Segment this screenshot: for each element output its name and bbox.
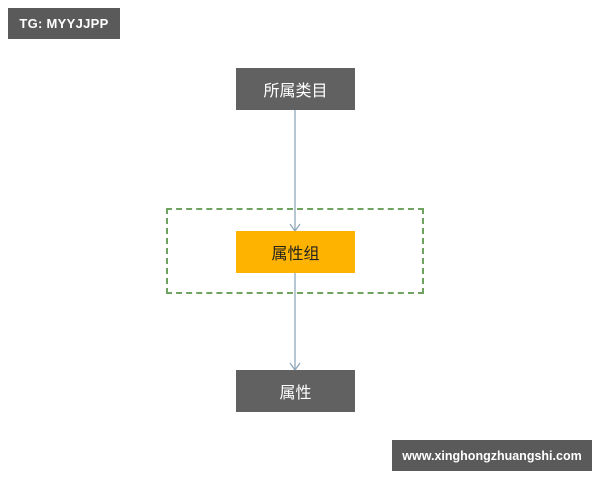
node-label: 属性组 <box>271 244 320 263</box>
watermark-tag-bottom: www.xinghongzhuangshi.com <box>392 440 592 471</box>
node-attribute: 属性 <box>236 370 355 412</box>
node-attribute-group: 属性组 <box>236 231 355 273</box>
node-category: 所属类目 <box>236 68 355 110</box>
node-label: 所属类目 <box>263 81 328 100</box>
node-label: 属性 <box>279 383 312 402</box>
watermark-tag-top: TG: MYYJJPP <box>8 8 120 39</box>
attribute-group-container <box>166 208 424 294</box>
